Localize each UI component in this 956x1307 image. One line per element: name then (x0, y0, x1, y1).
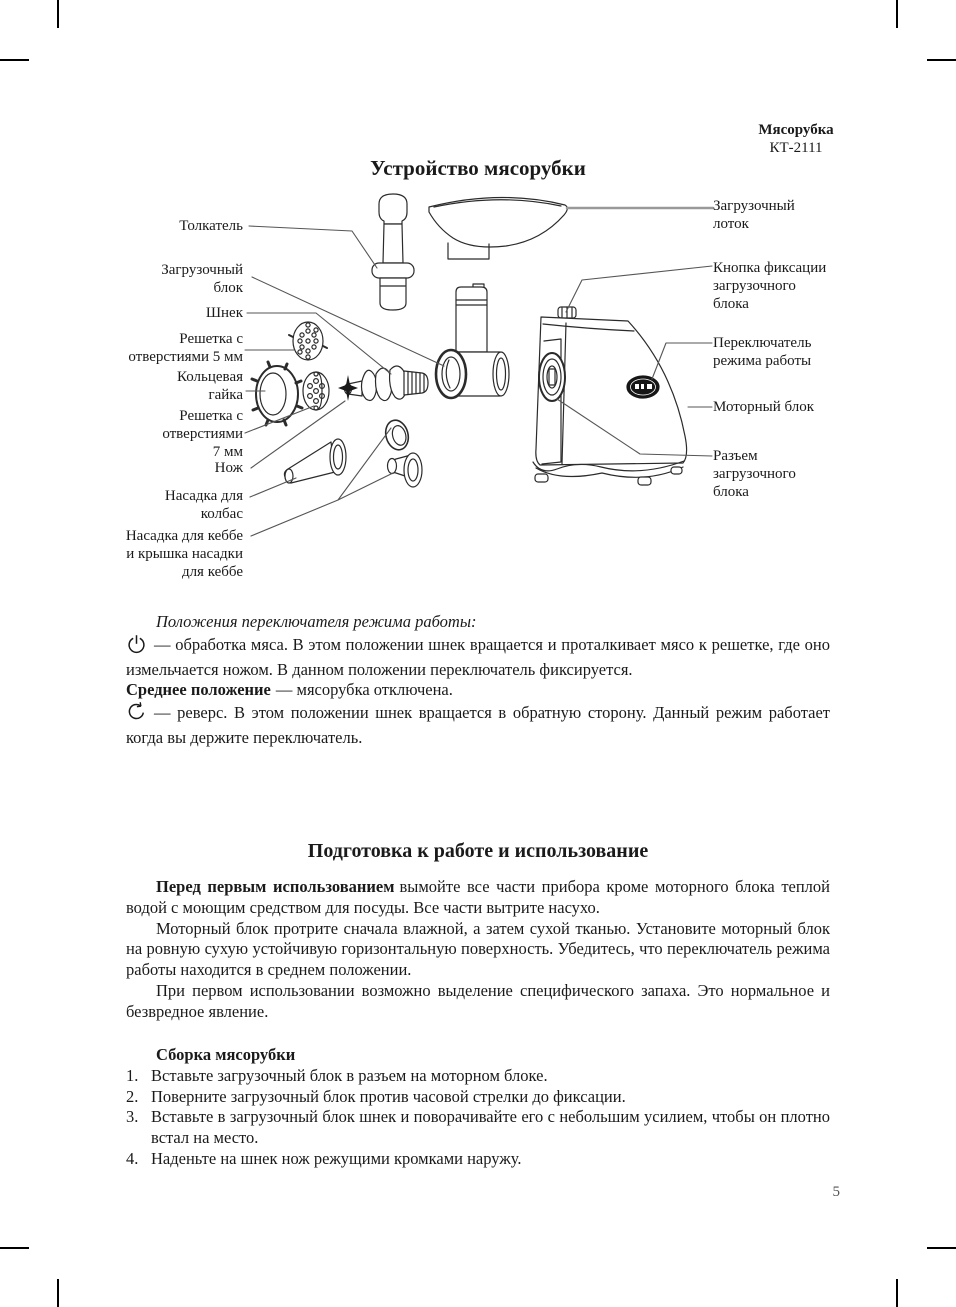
modes-intro: Положения переключателя режима работы: (156, 612, 477, 631)
model-number: КТ-2111 (769, 140, 823, 156)
mode-middle-label: Среднее положение (126, 680, 271, 700)
pusher-illustration (371, 193, 415, 311)
label-sausage-nozzle: Насадка для колбас (164, 488, 243, 522)
label-kebbe-nozzle: Насадка для кеббе и крышка насадки для к… (125, 528, 243, 580)
list-item: 2. Поверните загрузочный блок против часо… (126, 1087, 830, 1108)
preparation-p1-rest: вымойте все части прибора кроме моторног… (126, 877, 830, 917)
label-pusher: Толкатель (179, 218, 243, 234)
preparation-p3: При первом использовании возможно выделе… (126, 980, 830, 1021)
label-motor-block: Моторный блок (713, 399, 815, 415)
item-text: Поверните загрузочный блок против часово… (151, 1086, 626, 1106)
label-loading-tray: Загрузочный лоток (713, 198, 795, 232)
crop-mark (927, 1247, 956, 1249)
preparation-p1-lead: Перед первым использованием (156, 877, 395, 896)
mode-middle-text: — мясорубка отключена. (275, 680, 453, 700)
label-knife: Нож (214, 460, 243, 476)
label-socket: Разъем загрузочного блока (713, 448, 796, 500)
leader-lines (244, 206, 715, 537)
mode-on-paragraph: — обработка мяса. В этом положении шнек … (126, 633, 830, 681)
label-auger: Шнек (205, 305, 243, 321)
assembly-section: Сборка мясорубки 1. Вставьте загрузочный … (126, 1045, 830, 1170)
item-number: 3. (126, 1107, 139, 1127)
document-header: Мясорубка КТ-2111 (738, 121, 854, 157)
list-item: 3. Вставьте в загрузочный блок шнек и пов… (126, 1107, 830, 1149)
page-number: 5 (832, 1184, 841, 1200)
grid-7mm-illustration (302, 371, 330, 411)
kebbe-cone-illustration (386, 452, 423, 488)
label-ring-nut: Кольцевая гайка (176, 369, 243, 403)
item-text: Вставьте в загрузочный блок шнек и повор… (151, 1107, 830, 1148)
feed-head-illustration (434, 283, 510, 400)
meat-grinder-exploded-diagram (244, 193, 715, 537)
preparation-p2: Моторный блок протрите сначала влажной, … (126, 918, 830, 980)
crop-mark (896, 0, 898, 28)
list-item: 4. Наденьте на шнек нож режущими кромками… (126, 1149, 830, 1170)
mode-middle-paragraph: Среднее положение— мясорубка отключена. (126, 680, 830, 701)
motor-block-illustration (532, 306, 688, 486)
grid-5mm-illustration (288, 321, 328, 361)
crop-mark (57, 0, 59, 28)
reverse-icon (126, 701, 147, 728)
diagram-title: Устройство мясорубки (370, 156, 586, 180)
label-grid-5mm: Решетка с отверстиями 5 мм (128, 331, 243, 365)
crop-mark (927, 59, 956, 61)
item-number: 2. (126, 1086, 139, 1106)
kebbe-ring-illustration (384, 419, 410, 451)
loading-tray-illustration (428, 196, 568, 260)
crop-mark (0, 59, 29, 61)
mode-on-text: — обработка мяса. В этом положении шнек … (126, 634, 830, 679)
auger-screw-illustration (343, 365, 429, 402)
assembly-steps: 1. Вставьте загрузочный блок в разъем на … (126, 1066, 830, 1170)
power-icon (126, 633, 147, 660)
product-name: Мясорубка (758, 122, 834, 138)
mode-reverse-text: — реверс. В этом положении шнек вращаетс… (126, 703, 830, 747)
sausage-nozzle-illustration (283, 438, 347, 484)
item-number: 4. (126, 1148, 139, 1168)
crop-mark (896, 1279, 898, 1307)
label-mode-switch: Переключатель режима работы (713, 335, 812, 369)
ring-nut-illustration (250, 360, 304, 427)
assembly-heading: Сборка мясорубки (156, 1045, 296, 1064)
label-lock-button: Кнопка фиксации загрузочного блока (713, 260, 827, 312)
crop-mark (0, 1247, 29, 1249)
item-number: 1. (126, 1065, 139, 1085)
item-text: Наденьте на шнек нож режущими кромками н… (151, 1148, 522, 1168)
knife-illustration (338, 375, 358, 401)
section-heading: Подготовка к работе и использование (307, 840, 649, 862)
mode-switch-icon (626, 375, 660, 399)
label-feed-block: Загрузочный блок (161, 262, 243, 296)
item-text: Вставьте загрузочный блок в разъем на мо… (151, 1065, 548, 1085)
label-grid-7mm: Решетка с отверстиями 7 мм (162, 408, 243, 460)
mode-reverse-paragraph: — реверс. В этом положении шнек вращаетс… (126, 701, 830, 749)
crop-mark (57, 1279, 59, 1307)
switch-modes-section: Положения переключателя режима работы: —… (126, 612, 830, 749)
list-item: 1. Вставьте загрузочный блок в разъем на … (126, 1066, 830, 1087)
